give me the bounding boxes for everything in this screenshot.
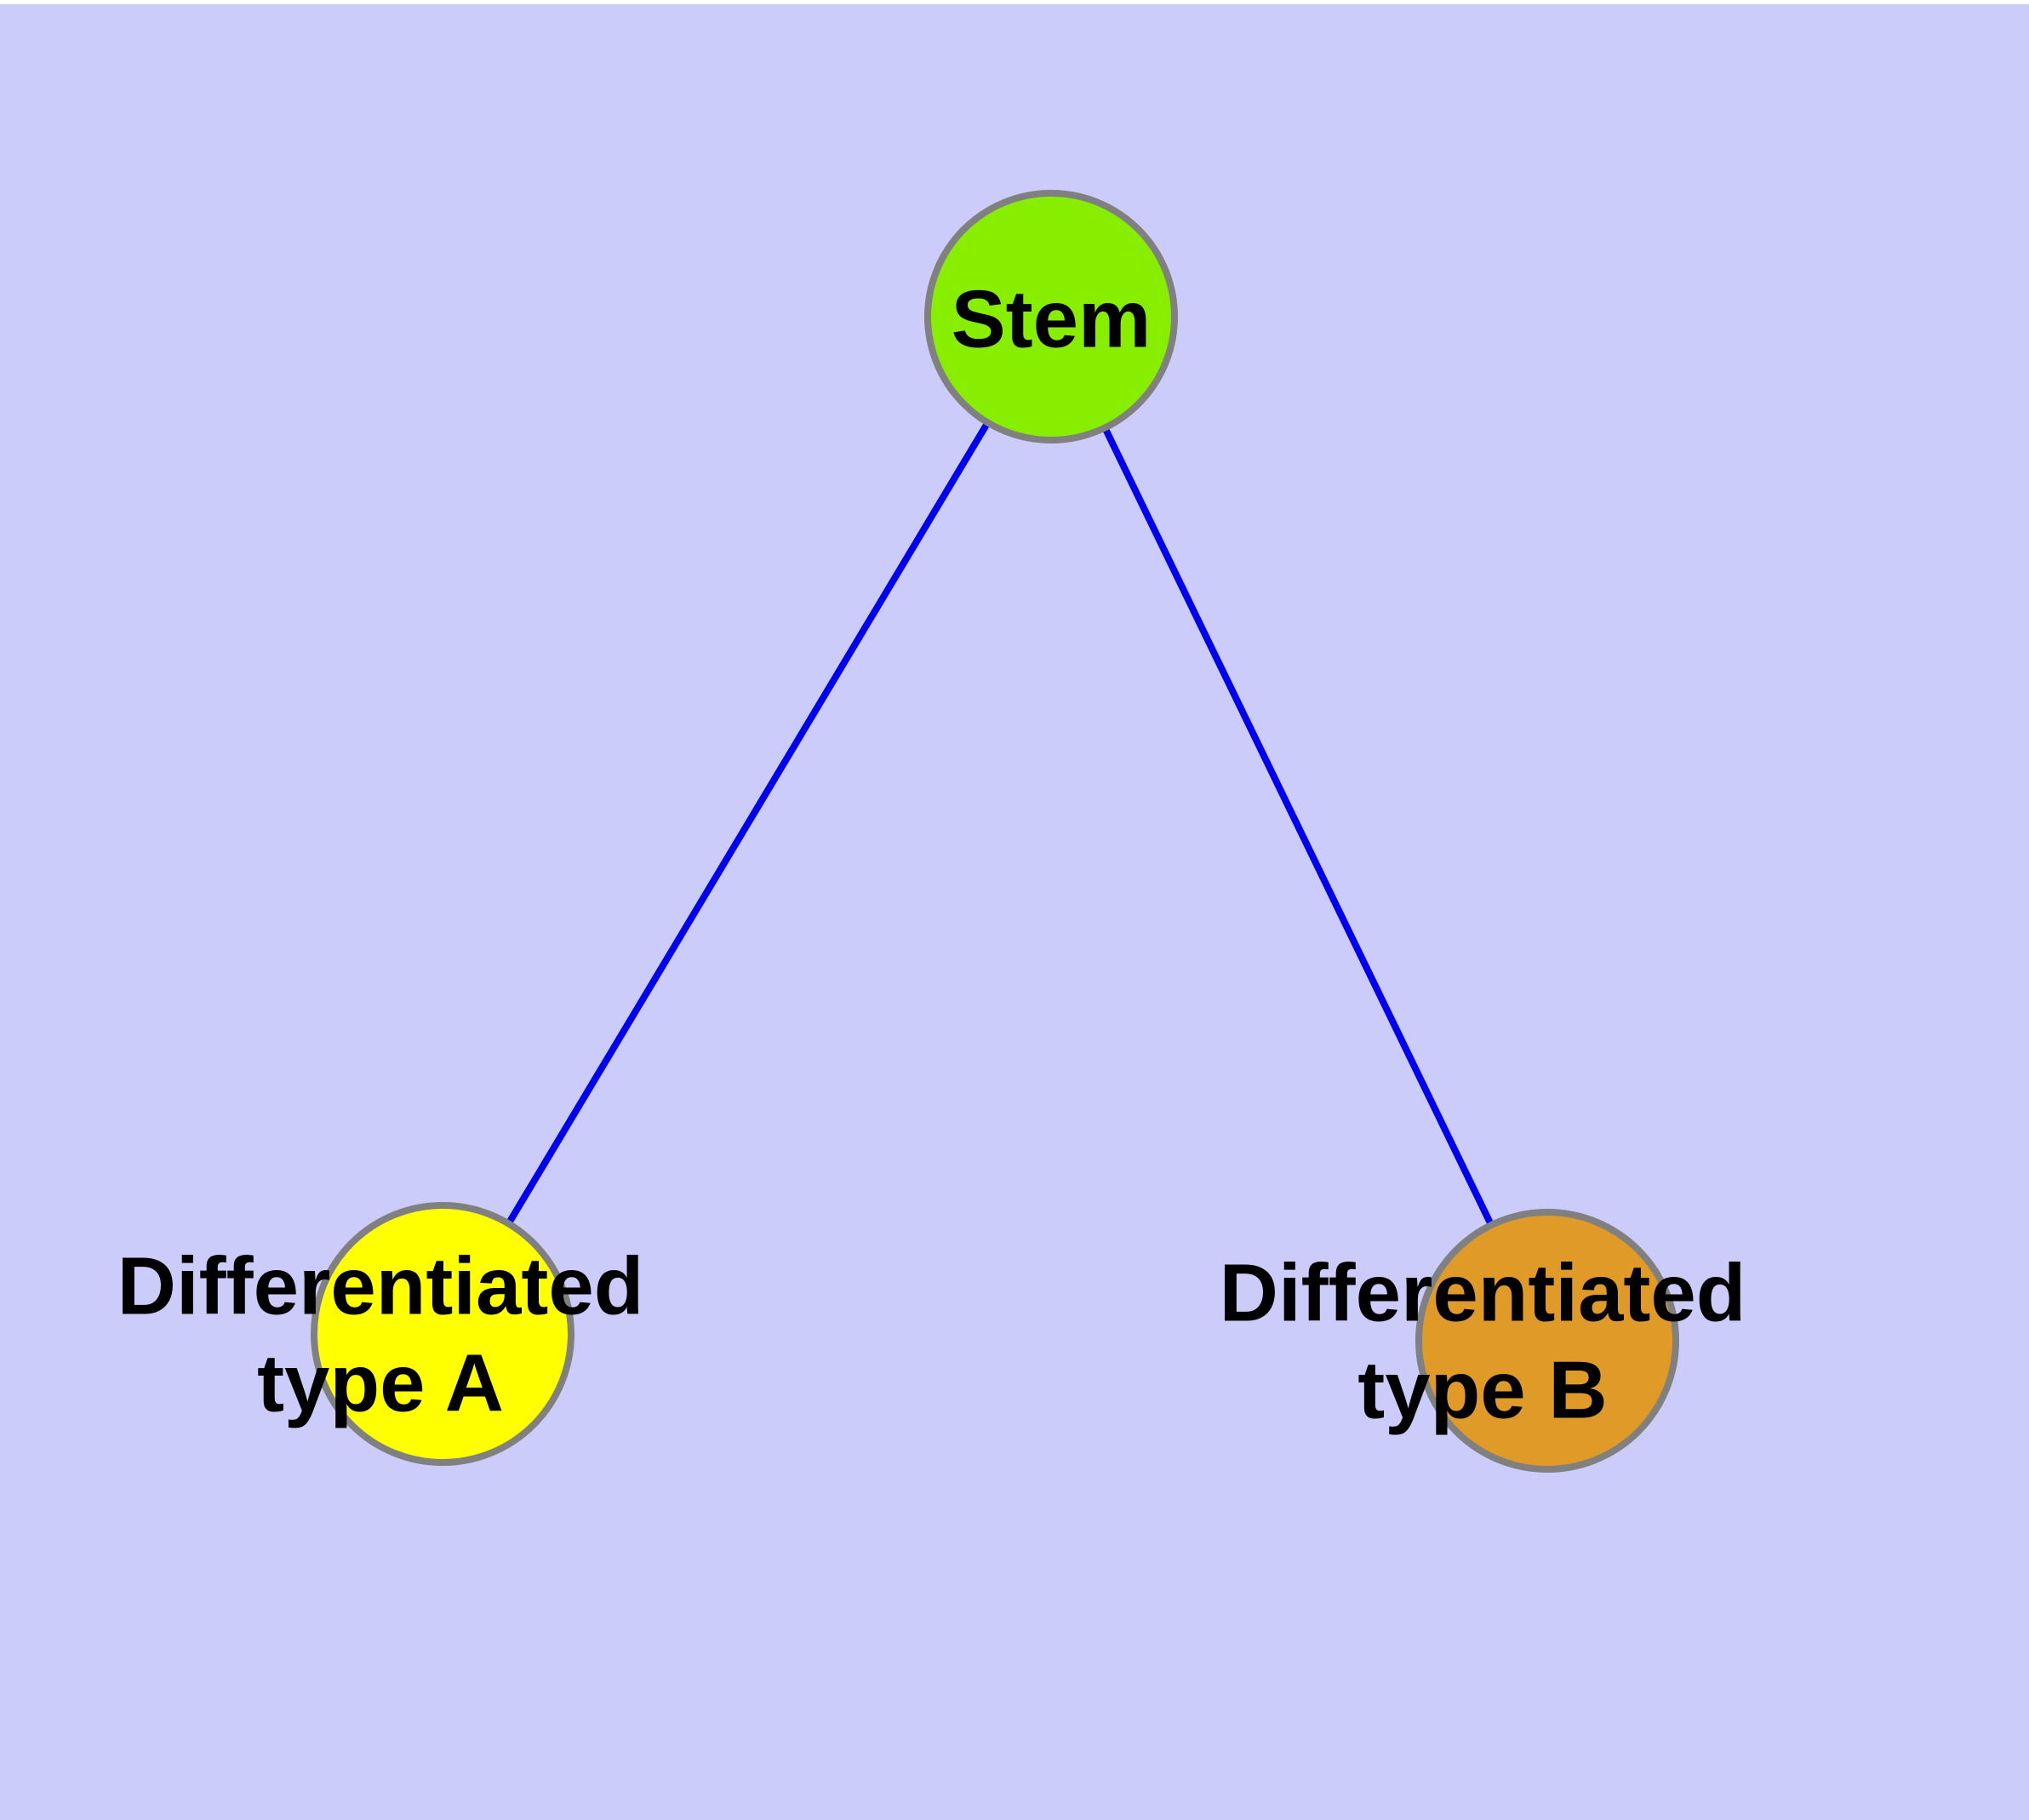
node-differentiated-type-a-label: Differentiated type A bbox=[117, 1240, 644, 1428]
node-differentiated-type-b-label-line1: Differentiated bbox=[1220, 1247, 1746, 1338]
node-differentiated-type-a-label-line1: Differentiated bbox=[117, 1240, 644, 1331]
label-layer: Stem Differentiated type A Differentiate… bbox=[117, 273, 1746, 1435]
edge-layer bbox=[439, 314, 1551, 1342]
node-stem-label: Stem bbox=[952, 273, 1152, 364]
node-differentiated-type-b-circle[interactable] bbox=[1415, 1209, 1679, 1473]
edge-stem-to-differentiated-type-a[interactable] bbox=[439, 314, 1055, 1336]
node-stem-circle[interactable] bbox=[924, 190, 1178, 444]
node-differentiated-type-b-label-line2: type B bbox=[1357, 1344, 1607, 1435]
node-differentiated-type-a-label-line2: type A bbox=[257, 1337, 504, 1428]
edge-stem-to-differentiated-type-b[interactable] bbox=[1048, 315, 1551, 1342]
node-differentiated-type-b-label: Differentiated type B bbox=[1220, 1247, 1746, 1435]
node-layer bbox=[311, 190, 1679, 1473]
node-differentiated-type-a-circle[interactable] bbox=[311, 1202, 574, 1466]
